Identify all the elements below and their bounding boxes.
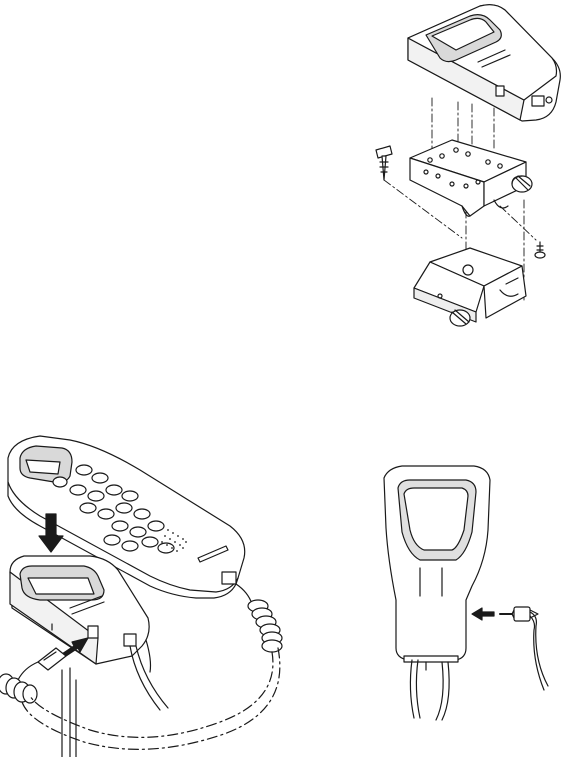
coiled-cord bbox=[236, 584, 282, 652]
mini-plug-panel bbox=[384, 466, 548, 720]
cradle bbox=[384, 466, 490, 670]
thumb-screw bbox=[450, 310, 470, 326]
insert-arrow bbox=[472, 608, 494, 620]
cradle-top bbox=[408, 5, 560, 121]
bracket-assembly-panel bbox=[376, 5, 560, 326]
base-bracket bbox=[414, 248, 526, 322]
mounting-screw bbox=[535, 242, 545, 258]
coiled-cord-outline bbox=[30, 652, 273, 737]
handset-cradle-panel bbox=[0, 436, 282, 757]
thumb-screw bbox=[512, 176, 532, 192]
mini-plug bbox=[500, 607, 548, 690]
cable bbox=[410, 660, 449, 720]
mounting-bracket bbox=[410, 140, 526, 216]
modular-plug bbox=[18, 648, 66, 680]
mounting-screw bbox=[376, 146, 392, 180]
